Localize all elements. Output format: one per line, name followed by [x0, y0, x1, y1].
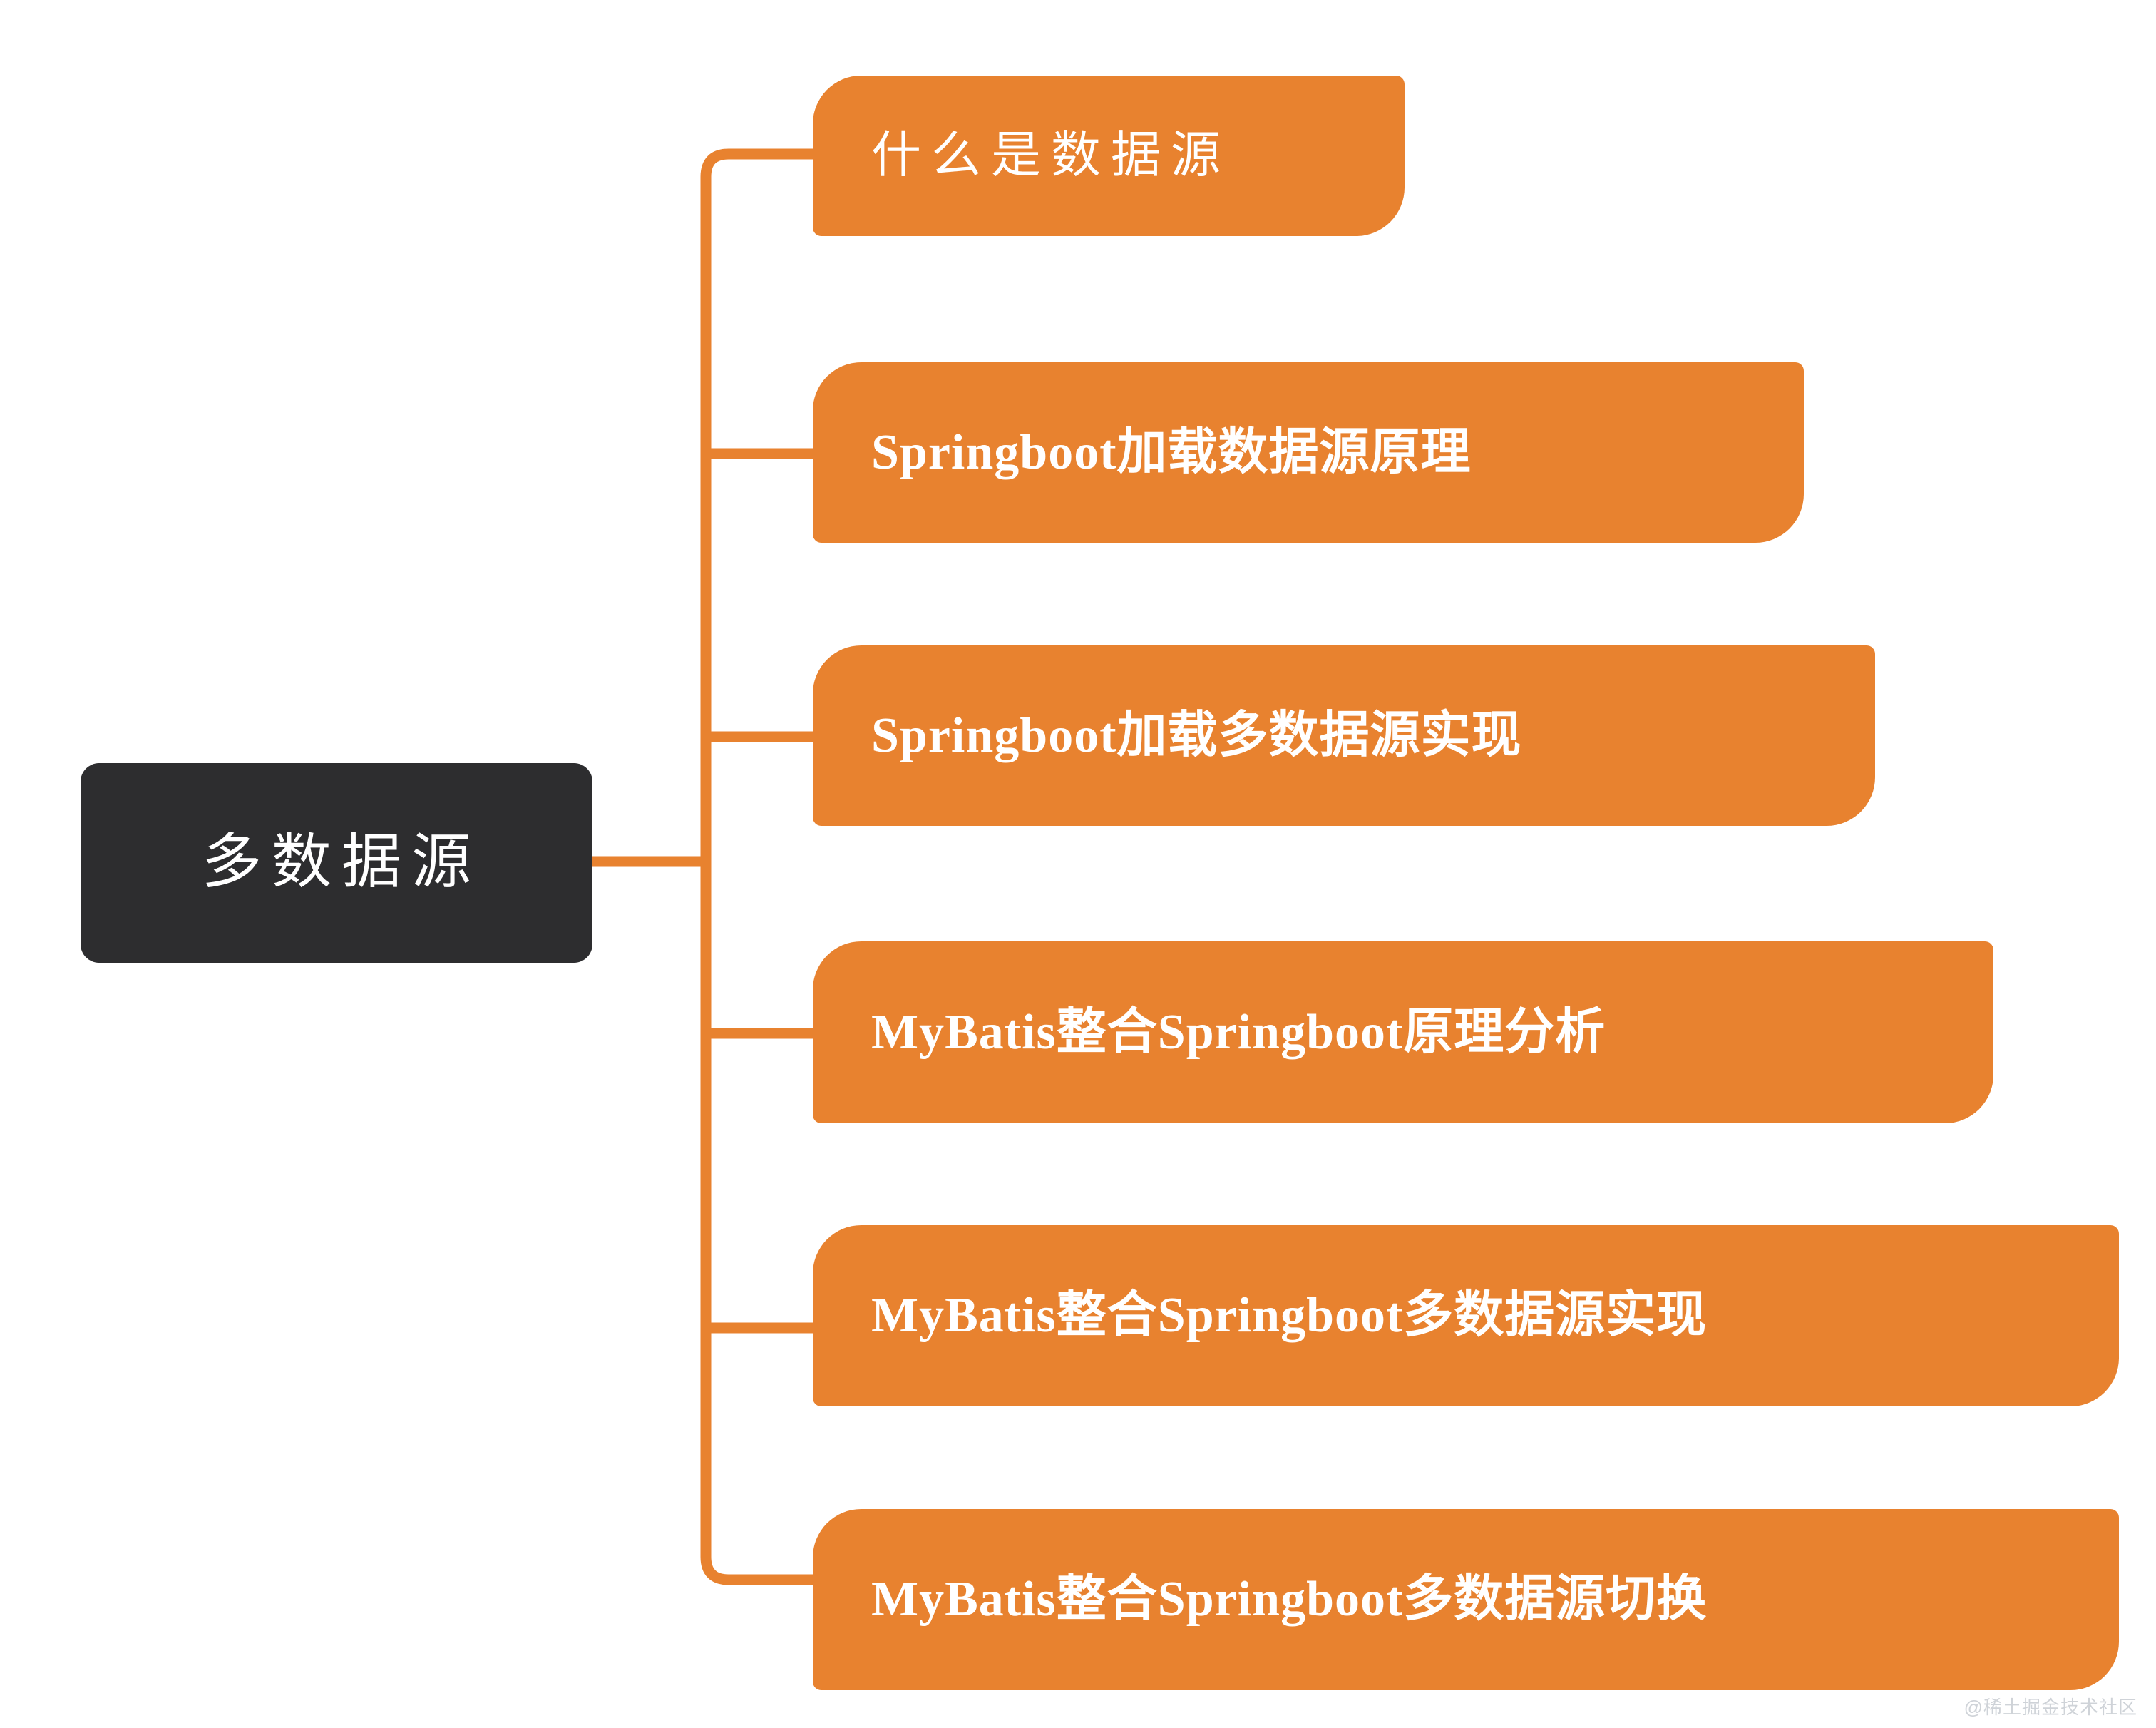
root-node-label: 多数据源 — [201, 829, 481, 896]
branch-node-2[interactable]: Springboot加载数据源原理 — [813, 362, 1804, 543]
branch-node-5[interactable]: MyBatis整合Springboot多数据源实现 — [813, 1225, 2119, 1406]
branch-node-2-label: Springboot加载数据源原理 — [871, 424, 1472, 480]
branch-node-3[interactable]: Springboot加载多数据源实现 — [813, 645, 1875, 826]
branch-node-1-label: 什么是数据源 — [871, 128, 1231, 183]
root-node[interactable]: 多数据源 — [81, 763, 592, 963]
branch-node-4-label: MyBatis整合Springboot原理分析 — [871, 1004, 1606, 1060]
branch-node-6-label: MyBatis整合Springboot多数据源切换 — [871, 1572, 1708, 1627]
watermark-label: @稀土掘金技术社区 — [1963, 1697, 2137, 1718]
branch-node-5-label: MyBatis整合Springboot多数据源实现 — [871, 1288, 1708, 1343]
branch-node-4[interactable]: MyBatis整合Springboot原理分析 — [813, 941, 1993, 1123]
branch-node-3-label: Springboot加载多数据源实现 — [871, 707, 1522, 763]
branch-node-1[interactable]: 什么是数据源 — [813, 76, 1405, 236]
connector-trunk — [700, 148, 813, 1585]
branch-node-6[interactable]: MyBatis整合Springboot多数据源切换 — [813, 1509, 2119, 1690]
